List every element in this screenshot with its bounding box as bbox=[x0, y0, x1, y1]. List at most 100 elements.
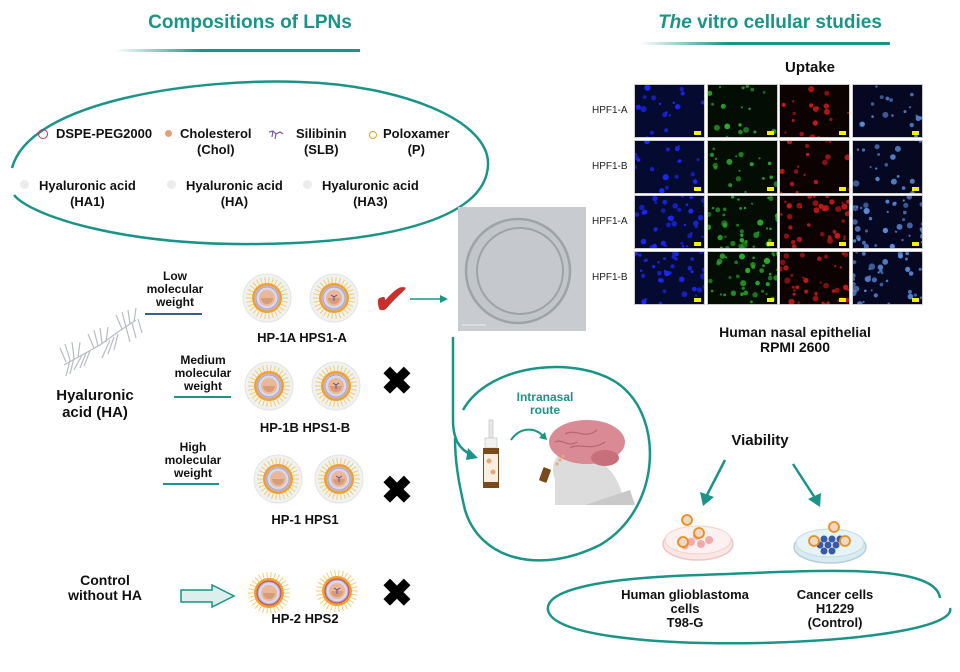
component-line2: (HA3) bbox=[353, 194, 388, 209]
microscopy-panel-red bbox=[779, 250, 850, 305]
mw-line: molecular bbox=[164, 453, 222, 467]
mw-line: weight bbox=[156, 295, 194, 309]
silibinin-loaded-nanoparticle-icon bbox=[311, 361, 361, 411]
silibinin-loaded-nanoparticle-icon bbox=[316, 570, 358, 612]
cross-icon-medium: ✖ bbox=[381, 361, 413, 403]
component-line2: (P) bbox=[407, 142, 425, 157]
silibinin-molecule-icon bbox=[268, 130, 284, 140]
compositions-ellipse bbox=[10, 80, 490, 246]
component-label: Silibinin(SLB) bbox=[296, 126, 347, 158]
component-label: Hyaluronic acid(HA3) bbox=[322, 178, 419, 210]
scale-bar bbox=[694, 242, 701, 246]
ha3-dot-icon bbox=[303, 180, 312, 189]
scale-bar bbox=[911, 242, 919, 246]
cell-line: T98-G bbox=[666, 615, 704, 630]
intranasal-line: Intranasal bbox=[516, 390, 574, 404]
uptake-title: Uptake bbox=[784, 59, 836, 76]
scale-bar bbox=[839, 186, 846, 191]
tem-to-intranasal-line bbox=[451, 337, 473, 457]
uptake-row-label: HPF1-B bbox=[592, 271, 628, 283]
component-ha: Hyaluronic acid(HA) bbox=[167, 178, 283, 210]
cell-line: (Control) bbox=[807, 615, 863, 630]
blank-nanoparticle-icon bbox=[242, 273, 292, 323]
component-poloxamer: Poloxamer(P) bbox=[369, 126, 449, 158]
scale-bar bbox=[839, 131, 846, 135]
blank-nanoparticle-icon bbox=[244, 361, 294, 411]
cell-line: Human glioblastoma bbox=[621, 587, 749, 602]
microscopy-panel-merge bbox=[851, 195, 923, 249]
component-line2: (HA1) bbox=[70, 194, 105, 209]
viability-arrow-right-head bbox=[808, 493, 821, 507]
vitro-title-rest: vitro cellular studies bbox=[691, 12, 882, 33]
compositions-title: Compositions of LPNs bbox=[148, 12, 352, 33]
mw-line: High bbox=[179, 440, 207, 454]
component-cholesterol: Cholesterol(Chol) bbox=[165, 126, 252, 158]
ha-dot-icon bbox=[167, 180, 176, 189]
ha-label-line1: Hyaluronic bbox=[56, 387, 134, 404]
uptake-row-label: HPF1-B bbox=[592, 160, 628, 172]
component-label: Hyaluronic acid(HA1) bbox=[39, 178, 136, 210]
blank-nanoparticle-icon bbox=[248, 572, 290, 614]
component-ha3: Hyaluronic acid(HA3) bbox=[303, 178, 419, 210]
silibinin-loaded-nanoparticle-icon bbox=[314, 454, 364, 504]
scale-bar bbox=[766, 242, 774, 246]
microscopy-panel-blue bbox=[634, 139, 705, 194]
formulation-names-low: HP-1A HPS1-A bbox=[257, 330, 347, 345]
mw-line: molecular bbox=[146, 282, 204, 296]
viability-arrow-right-line bbox=[791, 463, 817, 499]
component-label: Poloxamer(P) bbox=[383, 126, 449, 158]
component-line1: Poloxamer bbox=[383, 126, 450, 141]
control-line: without HA bbox=[68, 587, 142, 603]
cross-icon-high: ✖ bbox=[381, 470, 413, 512]
poloxamer-ring-icon bbox=[369, 131, 377, 139]
vitro-title-italic: The bbox=[658, 12, 692, 33]
component-line2: (SLB) bbox=[303, 142, 339, 157]
cell-line: cells bbox=[670, 601, 700, 616]
microscopy-panel-green bbox=[706, 195, 778, 249]
mw-line: molecular bbox=[174, 366, 232, 380]
component-line2: (HA) bbox=[220, 194, 249, 209]
component-line2: (Chol) bbox=[196, 142, 235, 157]
compositions-title-underline bbox=[115, 49, 360, 52]
component-line1: Cholesterol bbox=[180, 126, 252, 141]
scale-bar bbox=[694, 186, 701, 191]
viability-title: Viability bbox=[731, 432, 789, 449]
control-arrow bbox=[180, 583, 236, 609]
component-line1: Hyaluronic acid bbox=[322, 178, 419, 193]
vesicle-micrograph bbox=[458, 207, 586, 331]
hyaluronic-acid-molecule-icon bbox=[59, 307, 143, 377]
component-ha1: Hyaluronic acid(HA1) bbox=[20, 178, 136, 210]
microscopy-panel-green bbox=[706, 250, 778, 305]
scale-bar bbox=[694, 131, 701, 135]
mw-line: Low bbox=[163, 269, 187, 283]
scale-bar bbox=[839, 242, 846, 246]
cell-line: H1229 bbox=[815, 601, 855, 616]
cross-icon-control: ✖ bbox=[381, 573, 413, 615]
component-line1: Silibinin bbox=[296, 126, 347, 141]
microscopy-panel-red bbox=[779, 139, 850, 194]
scale-bar bbox=[694, 297, 701, 302]
microscopy-panel-blue bbox=[634, 250, 705, 305]
silibinin-loaded-nanoparticle-icon bbox=[309, 273, 359, 323]
intranasal-curve-arrow bbox=[510, 428, 547, 441]
formulation-names-control: HP-2 HPS2 bbox=[271, 611, 339, 626]
caption-line: Human nasal epithelial bbox=[719, 324, 871, 340]
scale-bar bbox=[766, 186, 774, 191]
cell-line: Cancer cells bbox=[796, 587, 874, 602]
component-label: Cholesterol(Chol) bbox=[180, 126, 252, 158]
mw-line: weight bbox=[184, 379, 222, 393]
scale-bar bbox=[766, 131, 774, 135]
mw-line: Medium bbox=[180, 353, 226, 367]
component-label: Hyaluronic acid(HA) bbox=[186, 178, 283, 210]
microscopy-panel-red bbox=[779, 84, 850, 138]
scale-bar bbox=[911, 186, 919, 191]
microscopy-panel-merge bbox=[851, 250, 923, 305]
cryo-tem-image bbox=[458, 207, 586, 331]
scale-bar bbox=[839, 297, 846, 302]
